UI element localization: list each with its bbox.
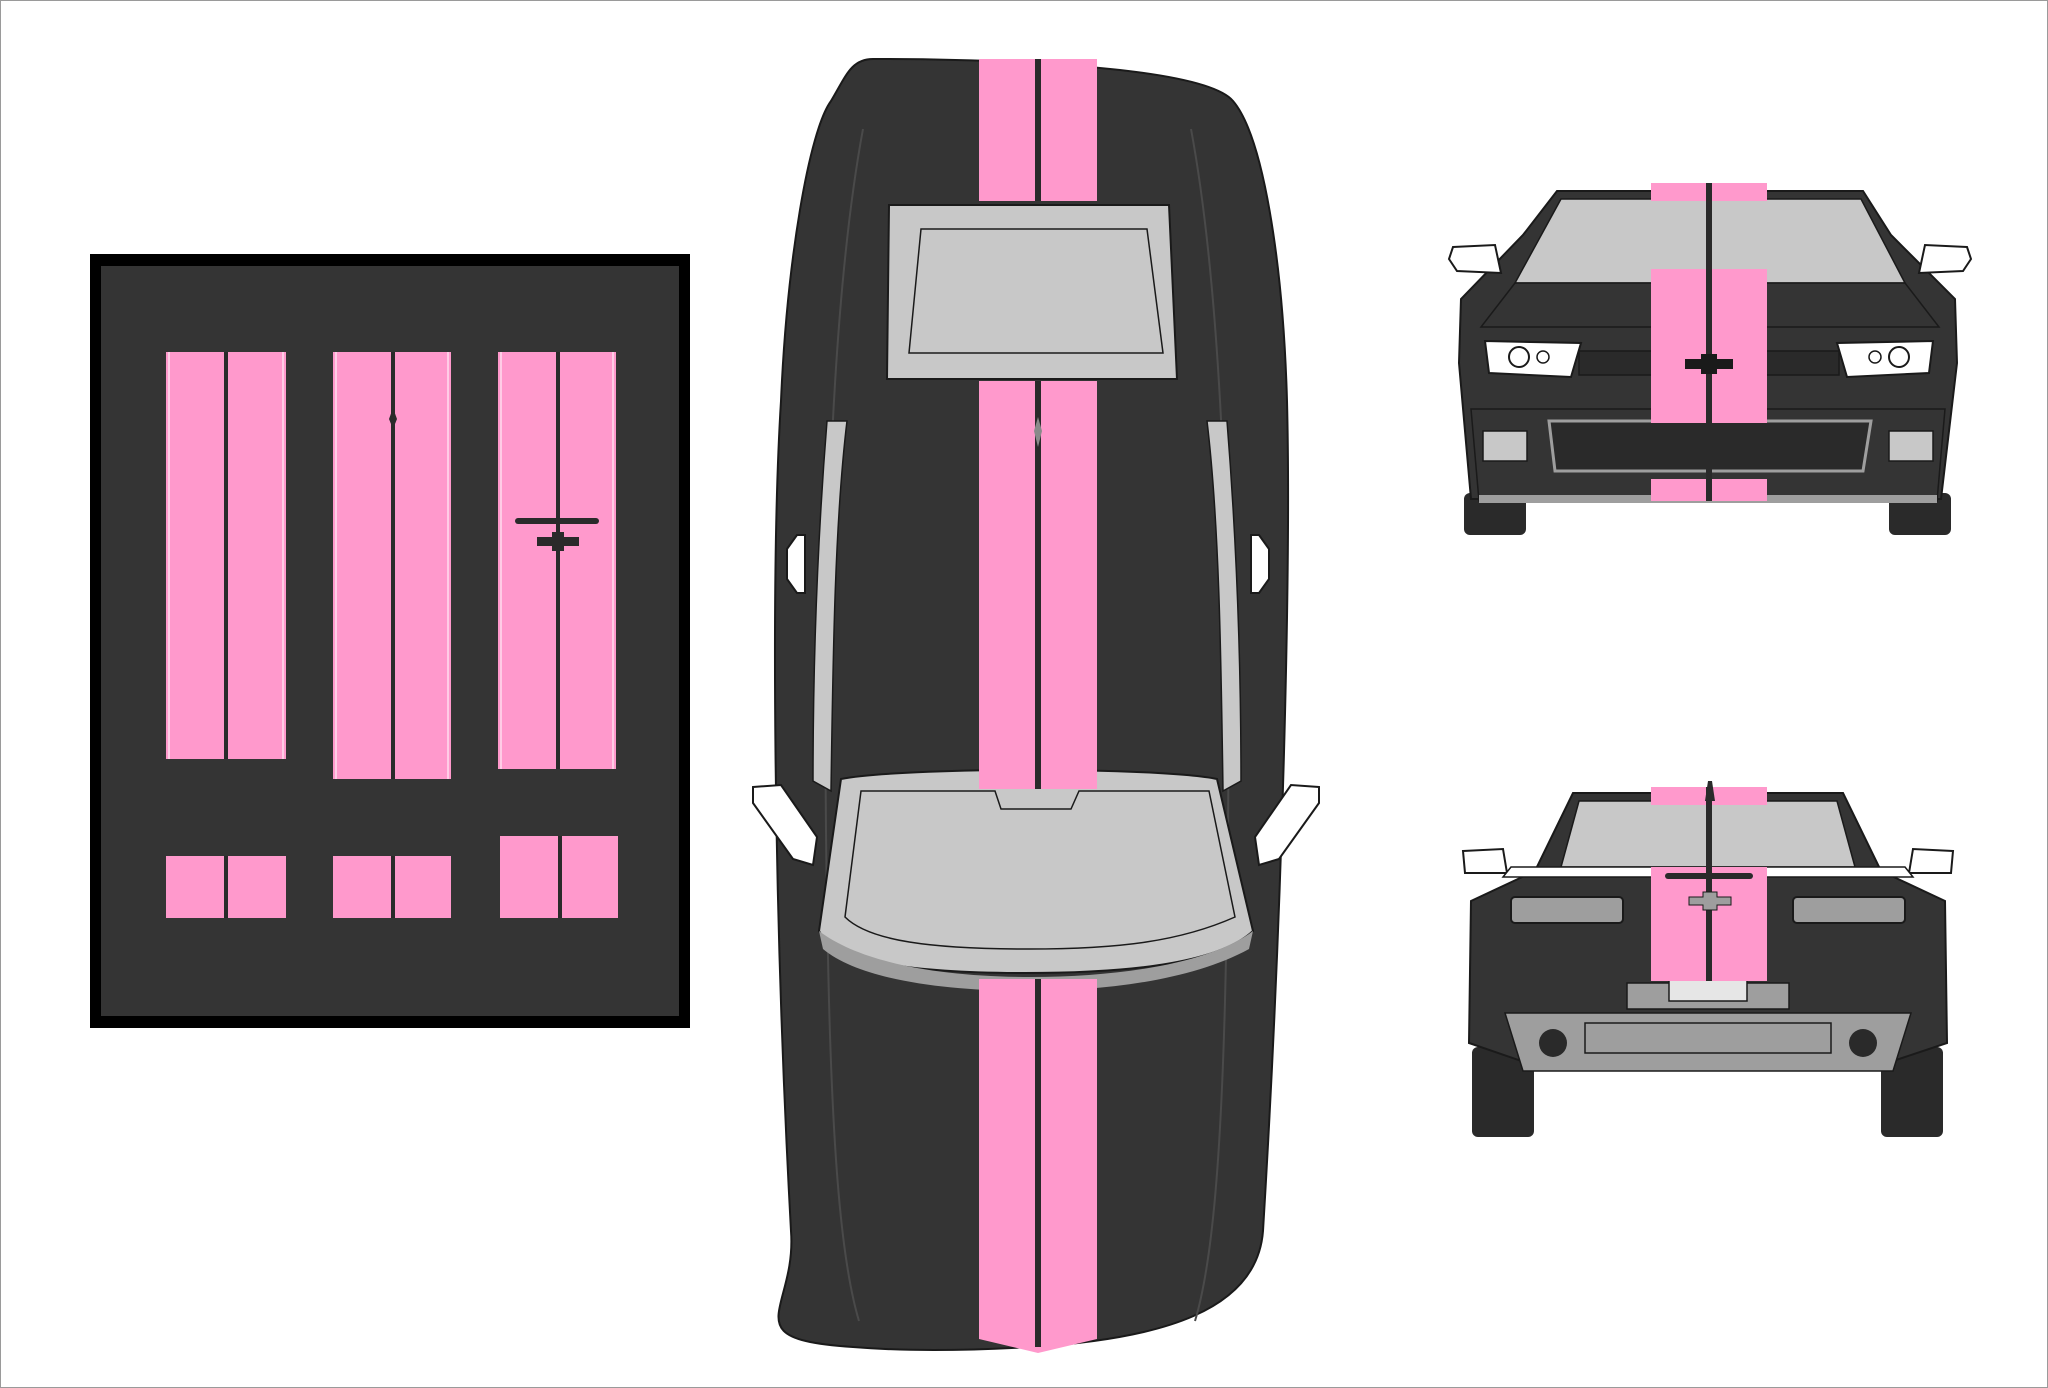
antenna-notch-icon — [389, 408, 397, 429]
top-view-contour-right — [1190, 128, 1230, 1322]
rear-lower-panel — [1584, 1022, 1832, 1054]
top-view-contour-left — [824, 128, 864, 1322]
front-left-foglight-icon — [1482, 430, 1528, 462]
front-right-wheel — [1889, 493, 1951, 535]
rear-left-taillight-icon — [1510, 896, 1624, 924]
short-stripe-piece-2 — [333, 856, 451, 918]
rear-bowtie-emblem-icon — [1688, 891, 1732, 911]
front-left-mirror-icon — [1447, 243, 1503, 275]
long-stripe-piece-3 — [498, 352, 616, 769]
right-mirror-icon — [1250, 534, 1270, 594]
front-bowtie-emblem-icon — [1685, 354, 1733, 374]
front-view-stripes — [1651, 183, 1767, 501]
rear-left-mirror-icon — [1461, 847, 1509, 874]
left-side-window — [812, 420, 848, 793]
rear-window-inner — [908, 228, 1164, 354]
short-stripe-piece-3 — [500, 836, 618, 918]
right-side-window — [1206, 420, 1242, 793]
long-stripe-piece-1 — [166, 352, 286, 759]
dash-shadow — [819, 931, 1253, 991]
stripe-kit-panel — [90, 254, 690, 1028]
long-stripe-piece-2 — [333, 352, 451, 779]
top-view — [752, 57, 1320, 1353]
rear-right-wheel — [1881, 1047, 1943, 1137]
rear-left-wheel — [1472, 1047, 1534, 1137]
rear-right-mirror-icon — [1907, 847, 1955, 874]
antenna-icon — [1034, 417, 1042, 447]
top-view-stripe-roof — [979, 381, 1097, 789]
front-left-headlight-icon — [1483, 339, 1583, 379]
front-view — [1447, 183, 1973, 535]
front-right-mirror-icon — [1917, 243, 1973, 275]
rear-spoiler-cutout — [1665, 873, 1753, 879]
front-right-headlight-icon — [1835, 339, 1935, 379]
bowtie-emblem-icon — [537, 532, 579, 551]
windshield-inner — [844, 790, 1236, 950]
spoiler-cutout — [515, 518, 599, 524]
rear-right-taillight-icon — [1792, 896, 1906, 924]
rear-right-exhaust-icon — [1849, 1029, 1877, 1057]
rear-left-exhaust-icon — [1539, 1029, 1567, 1057]
top-view-stripe-rear — [979, 59, 1097, 201]
rear-antenna-icon — [1705, 781, 1715, 801]
front-left-wheel — [1464, 493, 1526, 535]
right-door-flap-icon — [1253, 783, 1320, 867]
left-mirror-icon — [786, 534, 806, 594]
rear-view-stripes — [1651, 787, 1767, 981]
short-stripe-piece-1 — [166, 856, 286, 918]
rear-view — [1461, 781, 1955, 1137]
left-door-flap-icon — [752, 783, 819, 867]
top-view-stripe-hood — [979, 979, 1097, 1353]
front-right-foglight-icon — [1888, 430, 1934, 462]
